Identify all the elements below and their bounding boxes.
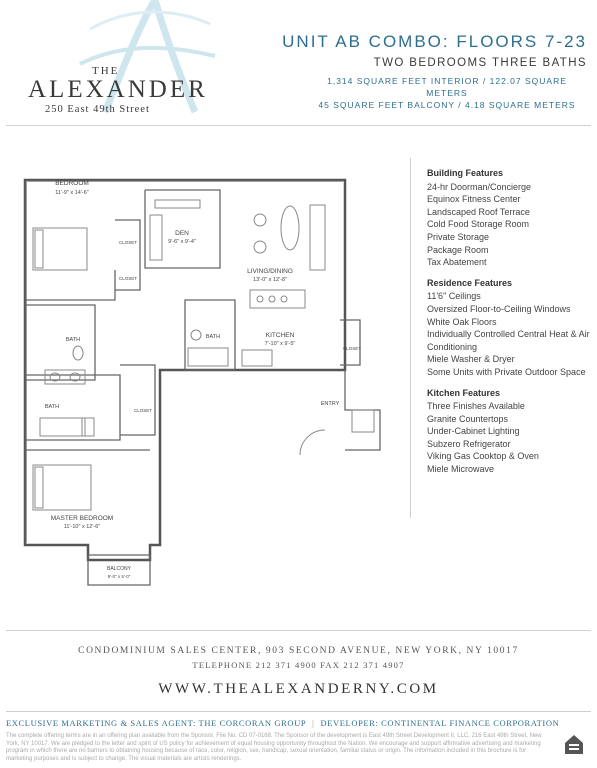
washer — [351, 409, 375, 433]
closet-4: CLOSET — [343, 346, 361, 351]
building-features-heading: Building Features — [427, 168, 504, 178]
room-den-dims: 9'-6" x 9'-4" — [168, 239, 196, 245]
room-bath-2: BATH — [206, 334, 220, 340]
footer-divider — [6, 630, 591, 631]
unit-area: 1,314 SQUARE FEET INTERIOR / 122.07 SQUA… — [247, 75, 587, 111]
developer: DEVELOPER: CONTINENTAL FINANCE CORPORATI… — [320, 718, 560, 728]
feature-item: Some Units with Private Outdoor Space — [427, 366, 586, 377]
feature-item: Tax Abatement — [427, 257, 487, 268]
sales-center: CONDOMINIUM SALES CENTER, 903 SECOND AVE… — [78, 646, 519, 656]
top-divider — [6, 125, 591, 126]
den-wall — [144, 189, 221, 269]
closet-2: CLOSET — [119, 276, 137, 281]
feature-item: Miele Washer & Dryer — [427, 354, 515, 365]
feature-item: 11'6" Ceilings — [427, 291, 481, 302]
feature-item: Subzero Refrigerator — [427, 438, 511, 449]
feature-item: Equinox Fitness Center — [427, 194, 521, 205]
closet-wall — [115, 219, 141, 291]
desk — [154, 199, 201, 209]
unit-interior-area: 1,314 SQUARE FEET INTERIOR / 122.07 SQUA… — [327, 76, 567, 98]
balcony-outline — [87, 554, 151, 586]
counter — [249, 289, 306, 309]
floor-plan: BEDROOM 11'-9" x 14'-6" DEN 9'-6" x 9'-4… — [23, 178, 381, 586]
bathtub-2 — [39, 417, 86, 437]
living-sofa — [309, 204, 326, 271]
logo-a-watermark-icon — [79, 0, 216, 114]
outer-wall — [23, 178, 347, 562]
room-living-dims: 13'-0" x 12'-8" — [253, 277, 287, 283]
feature-item: Private Storage — [427, 231, 490, 242]
feature-item: White Oak Floors — [427, 316, 497, 327]
separator: | — [312, 718, 315, 728]
room-den: DEN — [175, 230, 189, 237]
feature-item: 24-hr Doorman/Concierge — [427, 181, 532, 192]
bed-1 — [32, 227, 88, 271]
bath-wall-2 — [25, 374, 121, 441]
room-kitchen: KITCHEN — [266, 332, 295, 339]
feature-item: Three Finishes Available — [427, 401, 525, 412]
entry-wall — [344, 370, 381, 451]
feature-item: Granite Countertops — [427, 413, 509, 424]
residence-features: Residence Features 11'6" Ceilings Oversi… — [427, 277, 592, 379]
legal-disclaimer: The complete offering terms are in an of… — [6, 733, 542, 762]
logo-the: THE — [92, 65, 120, 77]
features-divider — [410, 158, 411, 518]
master-bed — [32, 464, 92, 511]
unit-subtitle: TWO BEDROOMS THREE BATHS — [373, 57, 587, 69]
residence-features-heading: Residence Features — [427, 277, 513, 288]
feature-item: Oversized Floor-to-Ceiling Windows — [427, 303, 571, 314]
kitchen-wall — [184, 299, 236, 371]
unit-balcony-area: 45 SQUARE FEET BALCONY / 4.18 SQUARE MET… — [318, 100, 576, 110]
room-bedroom-dims: 11'-9" x 14'-6" — [55, 190, 88, 196]
room-balcony: BALCONY — [107, 566, 132, 572]
unit-title: UNIT AB COMBO: FLOORS 7-23 — [282, 32, 587, 51]
feature-item: Package Room — [427, 244, 489, 255]
bedroom-wall — [25, 270, 116, 301]
room-entry: ENTRY — [321, 401, 340, 407]
feature-item: Viking Gas Cooktop & Oven — [427, 451, 539, 462]
kitchen-features: Kitchen Features Three Finishes Availabl… — [427, 387, 592, 476]
equal-housing-icon — [565, 735, 583, 754]
bottom-divider — [6, 711, 591, 712]
feature-item: Cold Food Storage Room — [427, 219, 530, 230]
feature-item: Landscaped Roof Terrace — [427, 206, 530, 217]
window-line — [25, 180, 343, 543]
room-living: LIVING/DINING — [247, 268, 293, 275]
room-master: MASTER BEDROOM — [51, 515, 113, 522]
kitchen-features-heading: Kitchen Features — [427, 387, 501, 398]
closet-wall-2 — [120, 364, 156, 436]
entry-closet — [340, 319, 361, 366]
room-bath-3: BATH — [45, 404, 59, 410]
den-sofa — [149, 214, 163, 261]
bath-wall-1 — [25, 304, 96, 381]
room-bath-1: BATH — [66, 337, 80, 343]
unit-header: UNIT AB COMBO: FLOORS 7-23 TWO BEDROOMS … — [247, 32, 587, 111]
closet-3: CLOSET — [134, 408, 152, 413]
vanity-1 — [44, 369, 86, 385]
feature-item: Individually Controlled Central Heat & A… — [427, 329, 590, 352]
agents-line: EXCLUSIVE MARKETING & SALES AGENT: THE C… — [6, 718, 559, 728]
website-link[interactable]: WWW.THEALEXANDERNY.COM — [158, 681, 439, 697]
closet-1: CLOSET — [119, 240, 137, 245]
phone-fax: TELEPHONE 212 371 4900 FAX 212 371 4907 — [192, 660, 405, 670]
logo-name: ALEXANDER — [28, 76, 208, 103]
logo: THE ALEXANDER 250 East 49th Street — [10, 0, 216, 120]
room-bedroom: BEDROOM — [55, 180, 89, 187]
range — [241, 349, 273, 367]
room-master-dims: 11'-10" x 12'-6" — [64, 524, 101, 530]
feature-item: Under-Cabinet Lighting — [427, 426, 520, 437]
sales-agent: EXCLUSIVE MARKETING & SALES AGENT: THE C… — [6, 718, 307, 728]
room-kitchen-dims: 7'-10" x 9'-5" — [265, 341, 296, 347]
feature-item: Miele Microwave — [427, 464, 495, 475]
features-panel: Building Features 24-hr Doorman/Concierg… — [427, 163, 592, 484]
bathtub-1 — [187, 347, 229, 367]
room-balcony-dims: 9'-0" x 5'-0" — [108, 574, 131, 579]
logo-address: 250 East 49th Street — [45, 104, 150, 115]
building-features: Building Features 24-hr Doorman/Concierg… — [427, 167, 592, 269]
dining-table — [280, 205, 300, 251]
